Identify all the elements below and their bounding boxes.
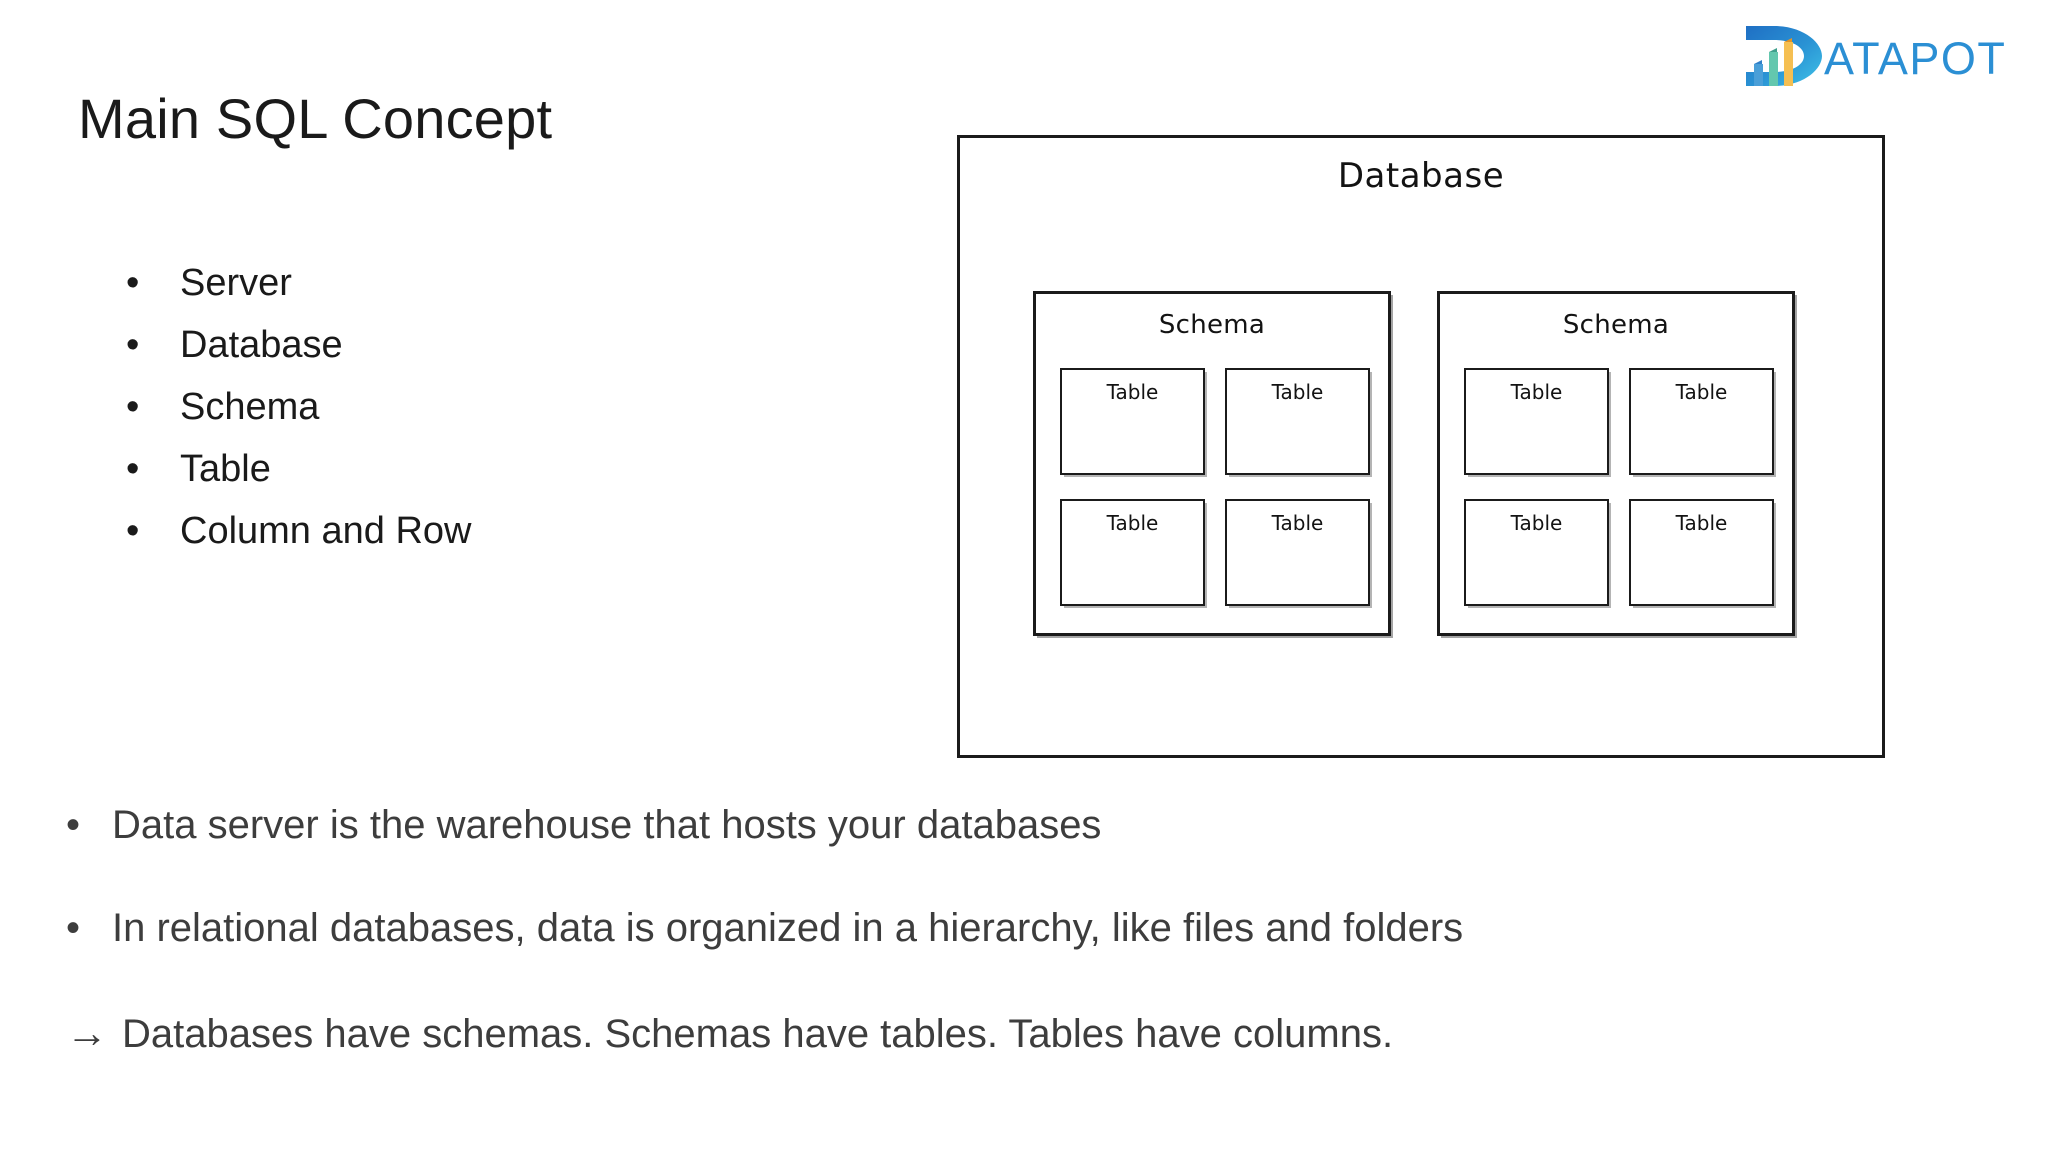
datapot-logo-svg: ATAPOT: [1746, 26, 2006, 86]
note-line: → Databases have schemas. Schemas have t…: [66, 1006, 1866, 1060]
list-item: • Database: [118, 314, 471, 376]
table-box: Table: [1060, 368, 1205, 475]
bullet-icon: •: [66, 803, 81, 847]
notes-block: • Data server is the warehouse that host…: [66, 800, 1866, 1113]
schema-box-1: Schema Table Table Table Table: [1033, 291, 1391, 636]
bullet-icon: •: [66, 906, 81, 951]
logo-bar-chart-icon: [1754, 38, 1793, 86]
table-label: Table: [1675, 380, 1728, 404]
schema-box-2: Schema Table Table Table Table: [1437, 291, 1795, 636]
bullet-icon: •: [126, 448, 140, 490]
list-item: • Table: [118, 438, 471, 500]
concept-bullet-list: • Server • Database • Schema • Table • C…: [118, 252, 471, 562]
table-label: Table: [1675, 511, 1728, 535]
table-box: Table: [1464, 499, 1609, 606]
list-item: • Column and Row: [118, 500, 471, 562]
database-hierarchy-diagram: Database Schema Table Table Table Table …: [957, 135, 1885, 758]
list-item-label: Database: [180, 324, 343, 366]
schema-label: Schema: [1562, 310, 1670, 340]
logo-d-letter: [1746, 26, 1822, 86]
table-label: Table: [1510, 511, 1563, 535]
list-item-label: Column and Row: [180, 510, 472, 552]
logo-wordmark: ATAPOT: [1824, 33, 2006, 84]
note-line: • Data server is the warehouse that host…: [66, 800, 1866, 851]
bullet-icon: •: [126, 386, 140, 428]
table-label: Table: [1106, 511, 1159, 535]
datapot-logo: ATAPOT: [1738, 18, 2038, 94]
list-item-label: Server: [180, 262, 292, 304]
table-label: Table: [1510, 380, 1563, 404]
note-text: Data server is the warehouse that hosts …: [112, 803, 1102, 847]
list-item-label: Schema: [180, 386, 320, 428]
table-grid: Table Table Table Table: [1060, 368, 1370, 606]
list-item: • Server: [118, 252, 471, 314]
table-grid: Table Table Table Table: [1464, 368, 1774, 606]
bullet-icon: •: [126, 262, 140, 304]
table-label: Table: [1106, 380, 1159, 404]
diagram-database-label: Database: [1337, 156, 1505, 196]
list-item-label: Table: [180, 448, 271, 490]
table-box: Table: [1629, 368, 1774, 475]
bullet-icon: •: [126, 510, 140, 552]
note-line: • In relational databases, data is organ…: [66, 903, 1866, 954]
page-title: Main SQL Concept: [78, 87, 553, 150]
note-text: Databases have schemas. Schemas have tab…: [122, 1012, 1394, 1057]
table-box: Table: [1060, 499, 1205, 606]
arrow-right-icon: →: [66, 1009, 108, 1057]
table-box: Table: [1225, 499, 1370, 606]
table-label: Table: [1271, 511, 1324, 535]
table-label: Table: [1271, 380, 1324, 404]
schema-label: Schema: [1158, 310, 1266, 340]
note-text: In relational databases, data is organiz…: [112, 906, 1464, 951]
list-item: • Schema: [118, 376, 471, 438]
table-box: Table: [1629, 499, 1774, 606]
table-box: Table: [1225, 368, 1370, 475]
bullet-icon: •: [126, 324, 140, 366]
table-box: Table: [1464, 368, 1609, 475]
